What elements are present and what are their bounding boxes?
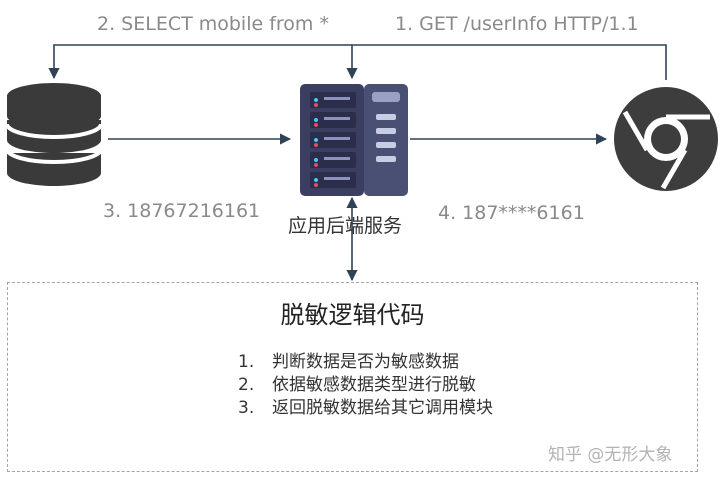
server-icon [300,84,408,196]
server-label: 应用后端服务 [288,215,403,237]
masking-logic-title: 脱敏逻辑代码 [280,301,425,329]
select-query-label: 2. SELECT mobile from * [97,13,329,35]
top-connector [48,44,667,282]
get-request-label: 1. GET /userInfo HTTP/1.1 [395,13,639,35]
chrome-browser-icon [614,87,718,191]
masked-response-label: 4. 187****6161 [438,202,585,224]
step-item: 1.判断数据是否为敏感数据 [238,352,459,372]
db-result-label: 3. 18767216161 [103,200,261,222]
step-item: 2.依据敏感数据类型进行脱敏 [238,375,476,395]
get-request-arrow [346,44,667,80]
masking-logic-box: 脱敏逻辑代码 1.判断数据是否为敏感数据 2.依据敏感数据类型进行脱敏 3.返回… [7,282,698,472]
database-icon [5,83,103,186]
step-item: 3.返回脱敏数据给其它调用模块 [238,398,493,418]
watermark: 知乎 @无形大象 [548,445,673,465]
select-query-arrow [48,44,352,80]
masking-logic-steps: 1.判断数据是否为敏感数据 2.依据敏感数据类型进行脱敏 3.返回脱敏数据给其它… [238,351,493,420]
